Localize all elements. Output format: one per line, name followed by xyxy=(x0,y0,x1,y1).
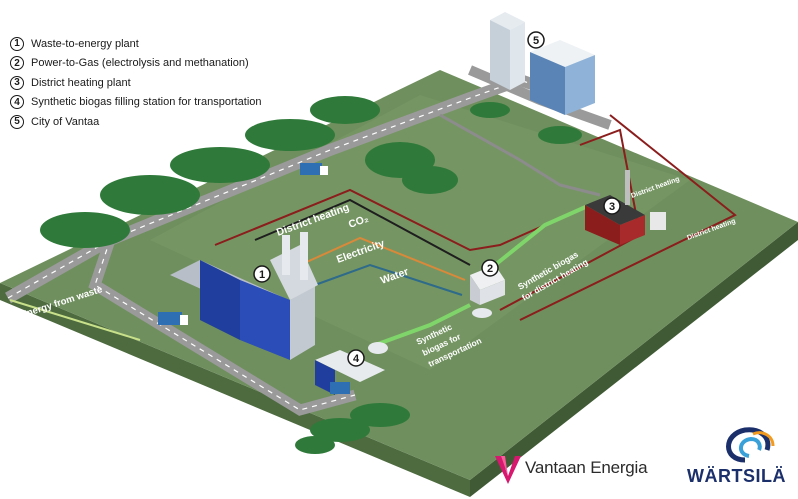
legend-number: 1 xyxy=(10,36,24,51)
wartsila-wordmark: WÄRTSILÄ xyxy=(687,466,786,486)
road-loop-dash xyxy=(94,239,356,411)
trees-near-city xyxy=(470,102,582,144)
forest-bottom xyxy=(295,403,410,454)
synthetic-biogas-transport-pipe xyxy=(374,303,471,347)
district-heating-plant xyxy=(585,170,666,245)
ground-side-front xyxy=(0,283,470,497)
forest-left xyxy=(40,96,380,248)
waste-to-energy-plant xyxy=(170,232,318,360)
vantaa-v-icon xyxy=(495,456,521,484)
legend-number: 5 xyxy=(10,114,24,129)
marker-2: 2 xyxy=(481,259,499,277)
legend-item-5: 5 City of Vantaa xyxy=(10,112,310,132)
water-pipe xyxy=(314,263,463,296)
svg-text:4: 4 xyxy=(353,353,360,365)
legend-label: City of Vantaa xyxy=(31,115,100,128)
legend-item-1: 1 Waste-to-energy plant xyxy=(10,34,310,54)
grey-pipe xyxy=(439,113,601,197)
synthetic-biogas-heating-pipe xyxy=(493,203,591,267)
svg-text:2: 2 xyxy=(487,263,493,275)
marker-4: 4 xyxy=(347,349,365,367)
filling-station xyxy=(315,342,388,395)
legend-number: 4 xyxy=(10,95,24,110)
city-buildings xyxy=(490,12,595,115)
legend-number: 3 xyxy=(10,75,24,90)
marker-1: 1 xyxy=(253,265,271,283)
vantaan-energia-logo: Vantaan Energia xyxy=(495,452,648,484)
svg-text:3: 3 xyxy=(609,201,615,213)
co2-pipe xyxy=(254,198,471,266)
district-heating-pipe-right-2 xyxy=(519,114,737,321)
marker-3: 3 xyxy=(603,197,621,215)
marker-5: 5 xyxy=(527,31,545,49)
svg-text:1: 1 xyxy=(259,269,265,281)
wartsila-logo: WÄRTSILÄ xyxy=(683,420,786,490)
svg-text:5: 5 xyxy=(533,35,539,47)
legend-number: 2 xyxy=(10,56,24,71)
legend-item-2: 2 Power-to-Gas (electrolysis and methana… xyxy=(10,54,310,74)
truck-road-top xyxy=(300,163,328,175)
legend-label: Synthetic biogas filling station for tra… xyxy=(31,96,262,109)
legend-label: Waste-to-energy plant xyxy=(31,37,139,50)
truck-left xyxy=(158,312,188,325)
forest-middle xyxy=(365,142,458,194)
electricity-pipe xyxy=(299,236,466,281)
ground-side-right xyxy=(470,222,798,497)
wartsila-swirl-icon xyxy=(726,427,775,463)
energy-from-waste-line xyxy=(9,299,141,341)
legend-item-4: 4 Synthetic biogas filling station for t… xyxy=(10,93,310,113)
district-heating-pipe-main xyxy=(214,188,591,252)
vantaan-energia-wordmark: Vantaan Energia xyxy=(525,458,648,477)
road-outer-dash xyxy=(7,79,556,299)
legend-label: Power-to-Gas (electrolysis and methanati… xyxy=(31,57,249,70)
legend-label: District heating plant xyxy=(31,76,131,89)
legend-item-3: 3 District heating plant xyxy=(10,73,310,93)
truck-station xyxy=(330,382,350,394)
legend: 1 Waste-to-energy plant 2 Power-to-Gas (… xyxy=(10,34,310,132)
